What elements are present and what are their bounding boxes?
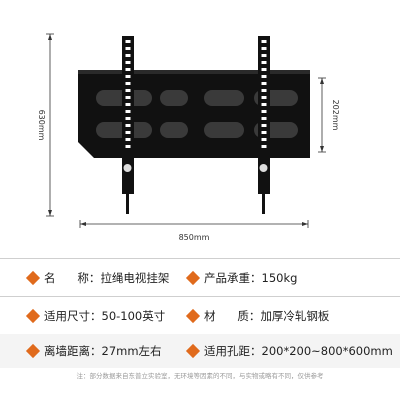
arm-hole bbox=[125, 138, 131, 141]
spec-item-size: 适用尺寸： 50-100英寸 bbox=[25, 301, 166, 331]
arm-hole bbox=[261, 82, 267, 85]
arm-hole bbox=[125, 103, 131, 106]
spec-key: 离墙距离： bbox=[44, 344, 102, 358]
spec-item-name: 名 称： 拉绳电视挂架 bbox=[25, 263, 170, 293]
tv-mount-diagram: 630mm 202mm 850mm bbox=[37, 33, 340, 242]
height-dimension: 630mm bbox=[37, 33, 54, 217]
arm-hole bbox=[125, 96, 131, 99]
spec-key: 材 质： bbox=[204, 309, 261, 323]
spec-value: 加厚冷轧钢板 bbox=[260, 309, 330, 323]
arm-hole bbox=[261, 47, 267, 50]
arm-hole bbox=[261, 89, 267, 92]
diamond-bullet-icon bbox=[185, 343, 201, 359]
diamond-bullet-icon bbox=[185, 270, 201, 286]
spec-value: 50-100英寸 bbox=[101, 309, 166, 323]
spec-value: 拉绳电视挂架 bbox=[100, 271, 170, 285]
right-arm bbox=[258, 36, 270, 214]
arm-hole bbox=[261, 103, 267, 106]
arm-hole bbox=[261, 96, 267, 99]
arm-hole bbox=[261, 75, 267, 78]
hole-span-dimension: 202mm bbox=[318, 77, 340, 153]
spec-key: 产品承重： bbox=[204, 271, 262, 285]
arm-hole bbox=[125, 47, 131, 50]
spec-item-wall-distance: 离墙距离： 27mm左右 bbox=[25, 336, 162, 366]
diamond-bullet-icon bbox=[25, 308, 41, 324]
arm-hole bbox=[261, 124, 267, 127]
arm-hole bbox=[125, 82, 131, 85]
arm-hole bbox=[261, 61, 267, 64]
width-dimension: 850mm bbox=[79, 220, 309, 242]
spec-value: 150kg bbox=[261, 271, 298, 285]
spec-row-3: 离墙距离： 27mm左右 适用孔距： 200*200~800*600mm bbox=[0, 334, 400, 368]
arm-hole bbox=[261, 131, 267, 134]
arm-hole bbox=[125, 54, 131, 57]
spec-row-1: 名 称： 拉绳电视挂架 产品承重： 150kg bbox=[0, 263, 400, 293]
arm-hole bbox=[125, 110, 131, 113]
divider bbox=[0, 258, 400, 259]
left-arm bbox=[122, 36, 134, 214]
arm-hole bbox=[261, 145, 267, 148]
footnote: 注：部分数据来自东普立实验室，无环境等因素的不同，与实物或略有不同，仅供参考 bbox=[76, 372, 324, 380]
arm-hole bbox=[261, 138, 267, 141]
arm-hole bbox=[125, 61, 131, 64]
arm-hole bbox=[125, 145, 131, 148]
arm-hole bbox=[261, 110, 267, 113]
arm-hole bbox=[125, 40, 131, 43]
spec-key: 适用孔距： bbox=[204, 344, 262, 358]
arm-hole bbox=[125, 124, 131, 127]
arm-hole bbox=[261, 117, 267, 120]
height-label: 630mm bbox=[37, 110, 46, 141]
diamond-bullet-icon bbox=[185, 308, 201, 324]
arm-hole bbox=[261, 68, 267, 71]
width-label: 850mm bbox=[179, 233, 210, 242]
arm-hole bbox=[261, 40, 267, 43]
spec-item-material: 材 质： 加厚冷轧钢板 bbox=[185, 301, 330, 331]
diamond-bullet-icon bbox=[25, 270, 41, 286]
arm-hole bbox=[125, 89, 131, 92]
diamond-bullet-icon bbox=[25, 343, 41, 359]
arm-hole bbox=[125, 68, 131, 71]
arm-hole bbox=[125, 75, 131, 78]
arm-hole bbox=[125, 117, 131, 120]
hole-span-label: 202mm bbox=[331, 100, 340, 131]
spec-key: 名 称： bbox=[44, 271, 101, 285]
arm-hole bbox=[125, 131, 131, 134]
arm-hole bbox=[261, 54, 267, 57]
divider bbox=[0, 296, 400, 297]
wall-plate bbox=[78, 70, 310, 158]
spec-item-hole-spacing: 适用孔距： 200*200~800*600mm bbox=[185, 336, 393, 366]
spec-value: 27mm左右 bbox=[101, 344, 162, 358]
spec-row-2: 适用尺寸： 50-100英寸 材 质： 加厚冷轧钢板 bbox=[0, 301, 400, 331]
spec-key: 适用尺寸： bbox=[44, 309, 102, 323]
spec-value: 200*200~800*600mm bbox=[261, 344, 393, 358]
spec-item-load: 产品承重： 150kg bbox=[185, 263, 298, 293]
